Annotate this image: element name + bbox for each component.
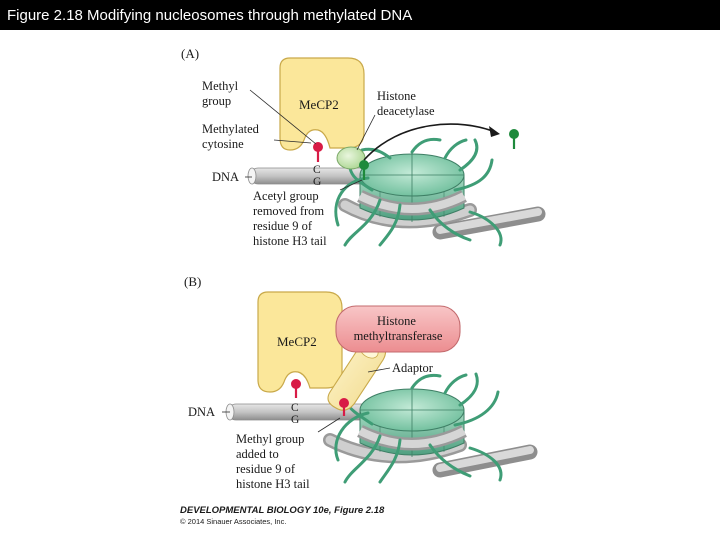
mecp2-a-label: MeCP2 — [299, 97, 339, 112]
dna-label-a: DNA — [212, 170, 239, 184]
adaptor-label-b: Adaptor — [392, 361, 434, 375]
dna-label-b: DNA — [188, 405, 215, 419]
histone-deacetylase-label-a: Histone deacetylase — [377, 89, 435, 118]
panel-b: (B) — [184, 274, 530, 491]
methyl-pin-dna-b — [291, 379, 301, 398]
methyl-note-b: Methyl group added to residue 9 of histo… — [236, 432, 310, 491]
removed-acetyl-pin-a — [509, 129, 519, 149]
credit-book: DEVELOPMENTAL BIOLOGY 10e, Figure 2.18 — [180, 505, 385, 516]
methyl-group-label-a: Methyl group — [202, 79, 241, 108]
panel-a-label: (A) — [181, 46, 199, 61]
base-c-b: C — [291, 402, 299, 414]
panel-a: (A) — [181, 46, 538, 248]
removal-arrowhead-a — [489, 126, 500, 137]
base-g-b: G — [291, 414, 299, 426]
base-c-a: C — [313, 164, 321, 176]
base-g-a: G — [313, 176, 321, 188]
credit-copyright: © 2014 Sinauer Associates, Inc. — [180, 517, 286, 526]
methylated-cytosine-label-a: Methylated cytosine — [202, 122, 262, 151]
methyl-pin-a — [313, 142, 323, 162]
mecp2-b-label: MeCP2 — [277, 334, 317, 349]
acetyl-note-a: Acetyl group removed from residue 9 of h… — [253, 189, 327, 248]
panel-b-label: (B) — [184, 274, 201, 289]
